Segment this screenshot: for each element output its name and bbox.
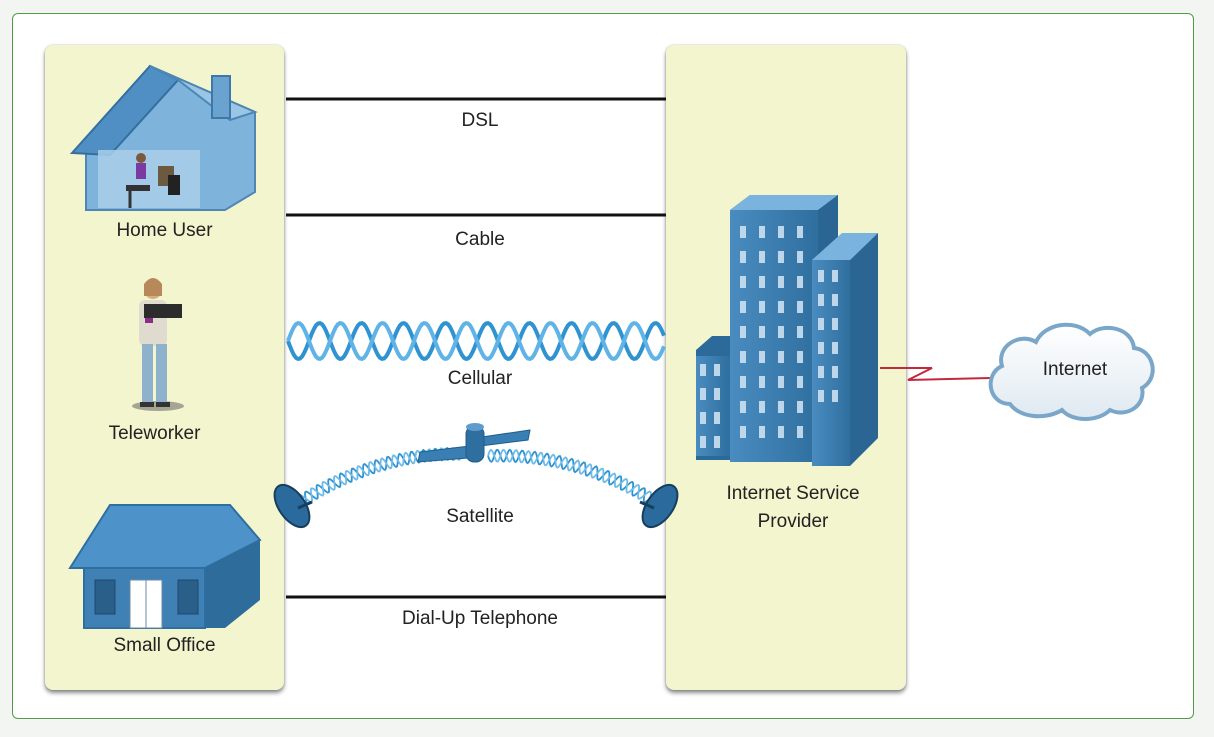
satellite-label: Satellite xyxy=(446,506,514,527)
window xyxy=(759,276,765,288)
internet-label: Internet xyxy=(1042,359,1108,380)
cellular-label: Cellular xyxy=(447,368,513,389)
window xyxy=(797,376,803,388)
cellular-wave-icon xyxy=(286,320,666,362)
window xyxy=(740,326,746,338)
window xyxy=(818,366,824,378)
window xyxy=(818,318,824,330)
window xyxy=(700,412,706,424)
window xyxy=(778,351,784,363)
window xyxy=(740,351,746,363)
window xyxy=(832,270,838,282)
window xyxy=(700,364,706,376)
window xyxy=(832,318,838,330)
window xyxy=(759,301,765,313)
window xyxy=(778,376,784,388)
window xyxy=(778,326,784,338)
window xyxy=(759,401,765,413)
serial-link xyxy=(880,367,991,381)
dish-right-icon xyxy=(639,483,679,529)
small-office-icon xyxy=(68,504,262,629)
teleworker-person-icon xyxy=(132,278,184,411)
window xyxy=(740,301,746,313)
window xyxy=(797,226,803,238)
window xyxy=(700,436,706,448)
satellite-icon xyxy=(417,423,531,463)
window xyxy=(700,388,706,400)
window xyxy=(832,390,838,402)
dsl-label: DSL xyxy=(461,110,499,131)
window xyxy=(832,366,838,378)
window xyxy=(759,251,765,263)
window xyxy=(778,276,784,288)
window xyxy=(740,251,746,263)
window xyxy=(778,226,784,238)
window xyxy=(797,401,803,413)
window xyxy=(714,436,720,448)
window xyxy=(759,326,765,338)
window xyxy=(759,226,765,238)
teleworker-label: Teleworker xyxy=(108,423,201,444)
dialup-label: Dial-Up Telephone xyxy=(402,608,558,629)
window xyxy=(778,301,784,313)
window xyxy=(797,301,803,313)
window xyxy=(818,390,824,402)
home-user-label: Home User xyxy=(116,220,213,241)
window xyxy=(759,351,765,363)
internet-cloud-icon xyxy=(988,322,1155,421)
cable-label: Cable xyxy=(455,229,505,250)
window xyxy=(778,251,784,263)
window xyxy=(797,351,803,363)
small-office-label: Small Office xyxy=(113,635,216,656)
dish-left-icon xyxy=(273,483,313,529)
window xyxy=(797,326,803,338)
window xyxy=(832,294,838,306)
window xyxy=(740,226,746,238)
window xyxy=(740,376,746,388)
window xyxy=(740,426,746,438)
window xyxy=(797,251,803,263)
window xyxy=(759,426,765,438)
window xyxy=(832,342,838,354)
window xyxy=(714,412,720,424)
window xyxy=(797,276,803,288)
window xyxy=(818,342,824,354)
window xyxy=(740,401,746,413)
window xyxy=(778,401,784,413)
isp-label-line1: Internet Service xyxy=(726,483,860,504)
window xyxy=(740,276,746,288)
window xyxy=(778,426,784,438)
window xyxy=(818,270,824,282)
isp-building-icon xyxy=(696,195,878,466)
home-user-house-icon xyxy=(69,64,258,211)
isp-label-line2: Provider xyxy=(757,511,829,532)
window xyxy=(714,388,720,400)
window xyxy=(714,364,720,376)
window xyxy=(818,294,824,306)
window xyxy=(797,426,803,438)
window xyxy=(759,376,765,388)
